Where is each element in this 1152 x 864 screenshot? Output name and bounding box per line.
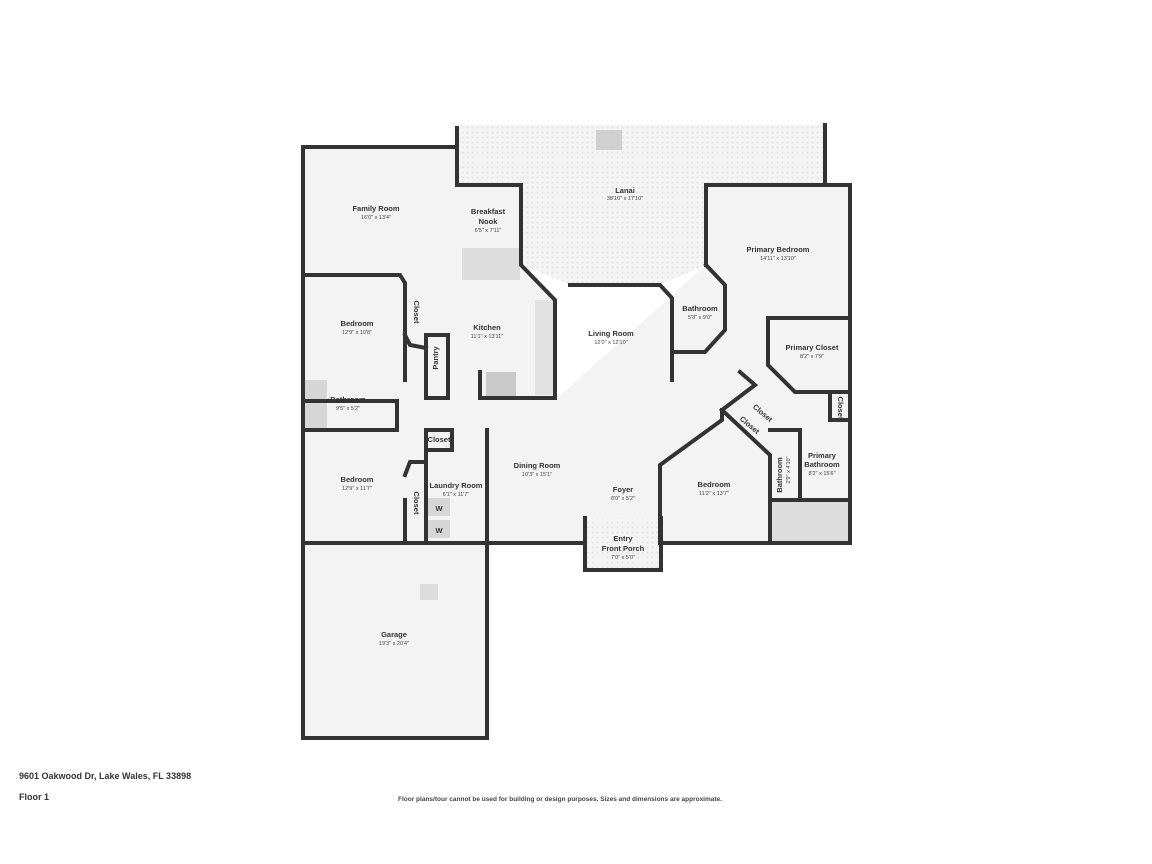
address: 9601 Oakwood Dr, Lake Wales, FL 33898 (19, 771, 192, 781)
room-entry-porch: Entry (613, 534, 633, 543)
room-dimensions: 10'3" x 15'1" (522, 472, 552, 478)
room-dimensions: 16'0" x 13'4" (361, 215, 391, 221)
dryer-label: W (435, 526, 443, 535)
disclaimer: Floor plans/tour cannot be used for buil… (398, 796, 722, 803)
room-lanai: Lanai (615, 186, 635, 195)
room-bathroom-2: Bathroom (682, 304, 718, 313)
room-dimensions: 6'5" x 7'11" (475, 228, 502, 234)
room-foyer: Foyer (613, 485, 634, 494)
room-dimensions: 12'9" x 10'8" (342, 330, 372, 336)
room-bedroom-2: Bedroom (341, 475, 374, 484)
room-dimensions: 8'2" x 15'6" (808, 471, 835, 477)
closet-label: Closet (428, 435, 451, 444)
washer-label: W (435, 504, 443, 513)
room-labels: Lanai 38'10" x 17'10" Family Room 16'0" … (330, 186, 845, 647)
room-dimensions: 14'11" x 13'10" (760, 256, 796, 262)
room-dimensions: Nook (479, 217, 499, 226)
closet-label: Closet (412, 492, 421, 515)
room-bedroom-3: Bedroom (698, 480, 731, 489)
room-living-room: Living Room (588, 329, 634, 338)
room-breakfast-nook: Breakfast (471, 207, 506, 216)
room-bathroom-3: Bathroom (775, 457, 784, 493)
pantry-label: Pantry (431, 346, 440, 370)
room-bedroom-1: Bedroom (341, 319, 374, 328)
walls (301, 123, 852, 740)
room-dimensions: 11'1" x 13'11" (471, 334, 503, 340)
room-dimensions: 2'9" x 4'10" (786, 456, 792, 483)
room-family-room: Family Room (352, 204, 399, 213)
room-dimensions: 7'0" x 5'0" (611, 555, 635, 561)
room-laundry: Laundry Room (430, 481, 483, 490)
room-dimensions: 8'0" x 5'2" (611, 496, 635, 502)
room-primary-bathroom: Primary (808, 451, 837, 460)
room-dimensions: 11'2" x 13'7" (699, 491, 729, 497)
room-primary-bedroom: Primary Bedroom (747, 245, 810, 254)
floor-label: Floor 1 (19, 792, 50, 802)
closet-label: Closet (836, 397, 845, 420)
room-dimensions: Bathroom (804, 460, 840, 469)
room-dimensions: 12'9" x 11'7" (342, 486, 372, 492)
room-dimensions: 5'8" x 9'0" (688, 315, 712, 321)
room-dimensions: Front Porch (602, 544, 645, 553)
room-primary-closet: Primary Closet (786, 343, 839, 352)
room-dimensions: 9'5" x 5'2" (336, 406, 360, 412)
room-dining-room: Dining Room (514, 461, 561, 470)
room-dimensions: 12'0" x 12'10" (594, 340, 627, 346)
room-kitchen: Kitchen (473, 323, 501, 332)
floor-fill (303, 125, 850, 738)
room-dimensions: 8'2" x 7'9" (800, 354, 824, 360)
room-dimensions: 19'3" x 20'4" (379, 641, 409, 647)
closet-label: Closet (412, 301, 421, 324)
room-bathroom-1: Bathroom (330, 395, 366, 404)
room-garage: Garage (381, 630, 407, 639)
room-dimensions: 6'1" x 11'7" (443, 492, 470, 498)
room-dimensions: 38'10" x 17'10" (607, 196, 643, 202)
